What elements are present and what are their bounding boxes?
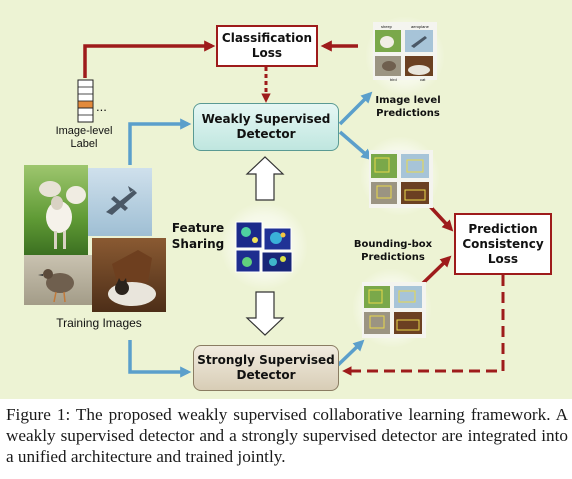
feature-maps	[235, 221, 293, 273]
weak-detector-box: Weakly Supervised Detector	[193, 103, 339, 151]
thumb-strong-bbox-predictions	[362, 282, 426, 338]
image-level-label-text: Image-level Label	[55, 125, 113, 150]
feature-arrow-down	[245, 291, 285, 336]
bbox-predictions-label: Bounding-box Predictions	[353, 239, 433, 263]
classification-loss-box: Classification Loss	[216, 25, 318, 67]
photo-aeroplane	[88, 168, 152, 236]
arrow-weak-to-bbox-preds	[338, 130, 373, 161]
tag-bird: bird	[390, 77, 397, 82]
strong-detector-label: Strongly Supervised Detector	[197, 353, 335, 382]
strong-detector-box: Strongly Supervised Detector	[193, 345, 339, 391]
prediction-consistency-loss-label: Prediction Consistency Loss	[462, 221, 544, 266]
label-vector	[77, 79, 94, 123]
framework-diagram: sheep aeroplane bird cat Classification …	[0, 0, 572, 399]
image-level-predictions-label: Image level Predictions	[375, 95, 441, 119]
weak-detector-label: Weakly Supervised Detector	[201, 112, 331, 141]
arrow-strong-to-bbox-preds	[336, 339, 365, 367]
tag-cat: cat	[420, 77, 426, 82]
arrow-images-to-weak	[128, 118, 192, 165]
thumb-image-level-predictions	[373, 22, 437, 80]
arrow-weak-to-image-preds	[338, 91, 373, 126]
arrow-strong-bbox-to-pcl	[418, 255, 452, 288]
arrow-label-to-loss	[83, 40, 216, 78]
photo-sheep	[24, 165, 88, 255]
arrow-images-to-strong	[128, 340, 192, 378]
classification-loss-label: Classification Loss	[221, 31, 313, 60]
arrow-pcl-to-strong	[342, 275, 505, 376]
figure-caption: Figure 1: The proposed weakly supervised…	[6, 405, 568, 466]
tag-aeroplane: aeroplane	[411, 24, 429, 29]
thumb-weak-bbox-predictions	[369, 150, 433, 208]
training-images-label: Training Images	[56, 316, 142, 330]
tag-sheep: sheep	[381, 24, 392, 29]
photo-cat-horse	[92, 238, 166, 312]
photo-bird	[24, 255, 94, 305]
prediction-consistency-loss-box: Prediction Consistency Loss	[454, 213, 552, 275]
feature-arrow-up	[245, 156, 285, 201]
label-ellipsis: ...	[96, 99, 107, 114]
feature-sharing-label: Feature Sharing	[171, 221, 225, 251]
